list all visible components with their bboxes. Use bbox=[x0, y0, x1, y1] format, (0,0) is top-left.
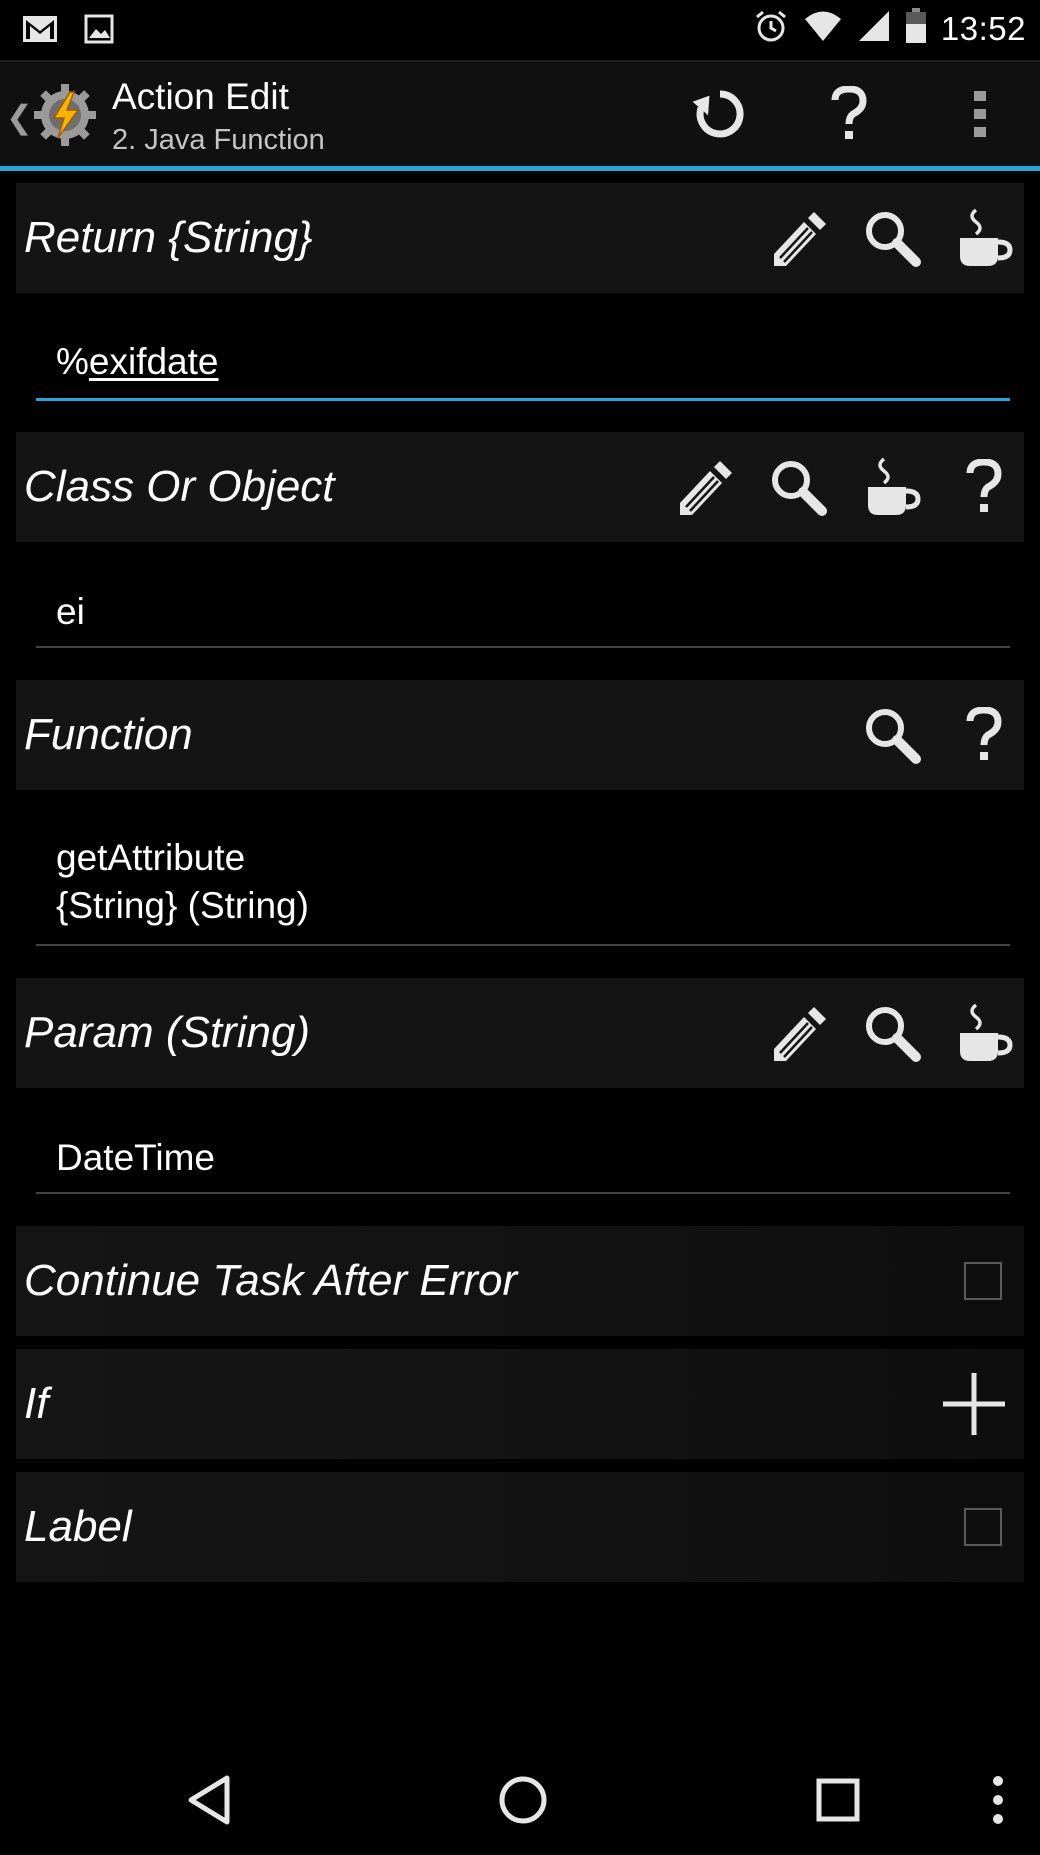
section-label: Param (String) bbox=[24, 1008, 311, 1057]
recents-icon bbox=[816, 1778, 860, 1822]
return-pencil-button[interactable] bbox=[764, 204, 832, 272]
nav-menu-button[interactable] bbox=[963, 1765, 1033, 1835]
if-row: If bbox=[16, 1349, 1024, 1459]
class-pencil-button[interactable] bbox=[670, 453, 738, 521]
help-icon bbox=[829, 84, 869, 147]
plus-icon bbox=[943, 1373, 1005, 1435]
action-bar: ❮ Action Edit 2. Java Function bbox=[0, 62, 1040, 171]
class-search-button[interactable] bbox=[764, 453, 832, 521]
variable-name: exifdate bbox=[88, 341, 219, 382]
return-java-button[interactable] bbox=[950, 204, 1018, 272]
class-or-object-input[interactable]: ei bbox=[36, 576, 1010, 648]
battery-icon bbox=[905, 8, 927, 49]
continue-after-error-row[interactable]: Continue Task After Error bbox=[16, 1226, 1024, 1336]
section-function: Function bbox=[16, 680, 1024, 790]
class-help-button[interactable] bbox=[950, 453, 1018, 521]
tasker-app-icon[interactable] bbox=[30, 80, 100, 150]
search-icon bbox=[862, 705, 922, 765]
function-help-button[interactable] bbox=[950, 701, 1018, 769]
section-label: If bbox=[24, 1379, 49, 1428]
home-icon bbox=[499, 1776, 547, 1824]
pencil-icon bbox=[674, 457, 734, 517]
clock: 13:52 bbox=[940, 9, 1026, 47]
help-button[interactable] bbox=[817, 84, 881, 148]
signal-icon bbox=[857, 9, 891, 48]
section-label: Label bbox=[24, 1502, 132, 1551]
pencil-icon bbox=[768, 208, 828, 268]
search-icon bbox=[862, 208, 922, 268]
help-icon bbox=[964, 459, 1004, 515]
section-param: Param (String) bbox=[16, 978, 1024, 1088]
variable-prefix: % bbox=[56, 341, 89, 382]
section-label: Class Or Object bbox=[24, 462, 335, 511]
image-icon bbox=[84, 14, 114, 49]
help-icon bbox=[964, 707, 1004, 763]
up-chevron-icon[interactable]: ❮ bbox=[6, 99, 33, 135]
overflow-menu-button[interactable] bbox=[948, 84, 1012, 148]
add-if-condition-button[interactable] bbox=[940, 1370, 1008, 1438]
section-label: Return {String} bbox=[24, 213, 313, 262]
function-search-button[interactable] bbox=[858, 701, 926, 769]
search-icon bbox=[768, 457, 828, 517]
coffee-cup-icon bbox=[862, 457, 922, 517]
param-java-button[interactable] bbox=[950, 999, 1018, 1067]
wifi-icon bbox=[803, 10, 843, 47]
section-return: Return {String} bbox=[16, 183, 1024, 293]
navigation-bar bbox=[0, 1745, 1040, 1855]
function-value-line2: {String} (String) bbox=[56, 885, 309, 926]
back-icon bbox=[188, 1775, 230, 1825]
label-row[interactable]: Label bbox=[16, 1472, 1024, 1582]
function-input[interactable]: getAttribute {String} (String) bbox=[36, 826, 1010, 946]
overflow-menu-icon bbox=[972, 89, 988, 144]
status-bar: 13:52 bbox=[0, 0, 1040, 62]
section-label: Continue Task After Error bbox=[24, 1256, 518, 1305]
section-label: Function bbox=[24, 710, 193, 759]
menu-icon bbox=[993, 1776, 1003, 1824]
continue-after-error-checkbox[interactable] bbox=[964, 1262, 1002, 1300]
class-java-button[interactable] bbox=[858, 453, 926, 521]
search-icon bbox=[862, 1003, 922, 1063]
nav-home-button[interactable] bbox=[488, 1765, 558, 1835]
param-input[interactable]: DateTime bbox=[36, 1122, 1010, 1194]
alarm-icon bbox=[753, 8, 789, 49]
nav-recents-button[interactable] bbox=[803, 1765, 873, 1835]
page-title: Action Edit bbox=[112, 76, 289, 117]
coffee-cup-icon bbox=[954, 208, 1014, 268]
coffee-cup-icon bbox=[954, 1003, 1014, 1063]
undo-button[interactable] bbox=[688, 84, 752, 148]
page-subtitle: 2. Java Function bbox=[112, 124, 325, 156]
class-or-object-value: ei bbox=[56, 591, 85, 632]
return-search-button[interactable] bbox=[858, 204, 926, 272]
return-input[interactable]: %exifdate bbox=[36, 326, 1010, 401]
param-value: DateTime bbox=[56, 1137, 216, 1178]
param-search-button[interactable] bbox=[858, 999, 926, 1067]
param-pencil-button[interactable] bbox=[764, 999, 832, 1067]
gmail-icon bbox=[22, 14, 58, 49]
label-checkbox[interactable] bbox=[964, 1508, 1002, 1546]
nav-back-button[interactable] bbox=[175, 1765, 245, 1835]
section-class-or-object: Class Or Object bbox=[16, 432, 1024, 542]
pencil-icon bbox=[768, 1003, 828, 1063]
function-value-line1: getAttribute bbox=[56, 837, 246, 878]
undo-icon bbox=[692, 86, 748, 147]
